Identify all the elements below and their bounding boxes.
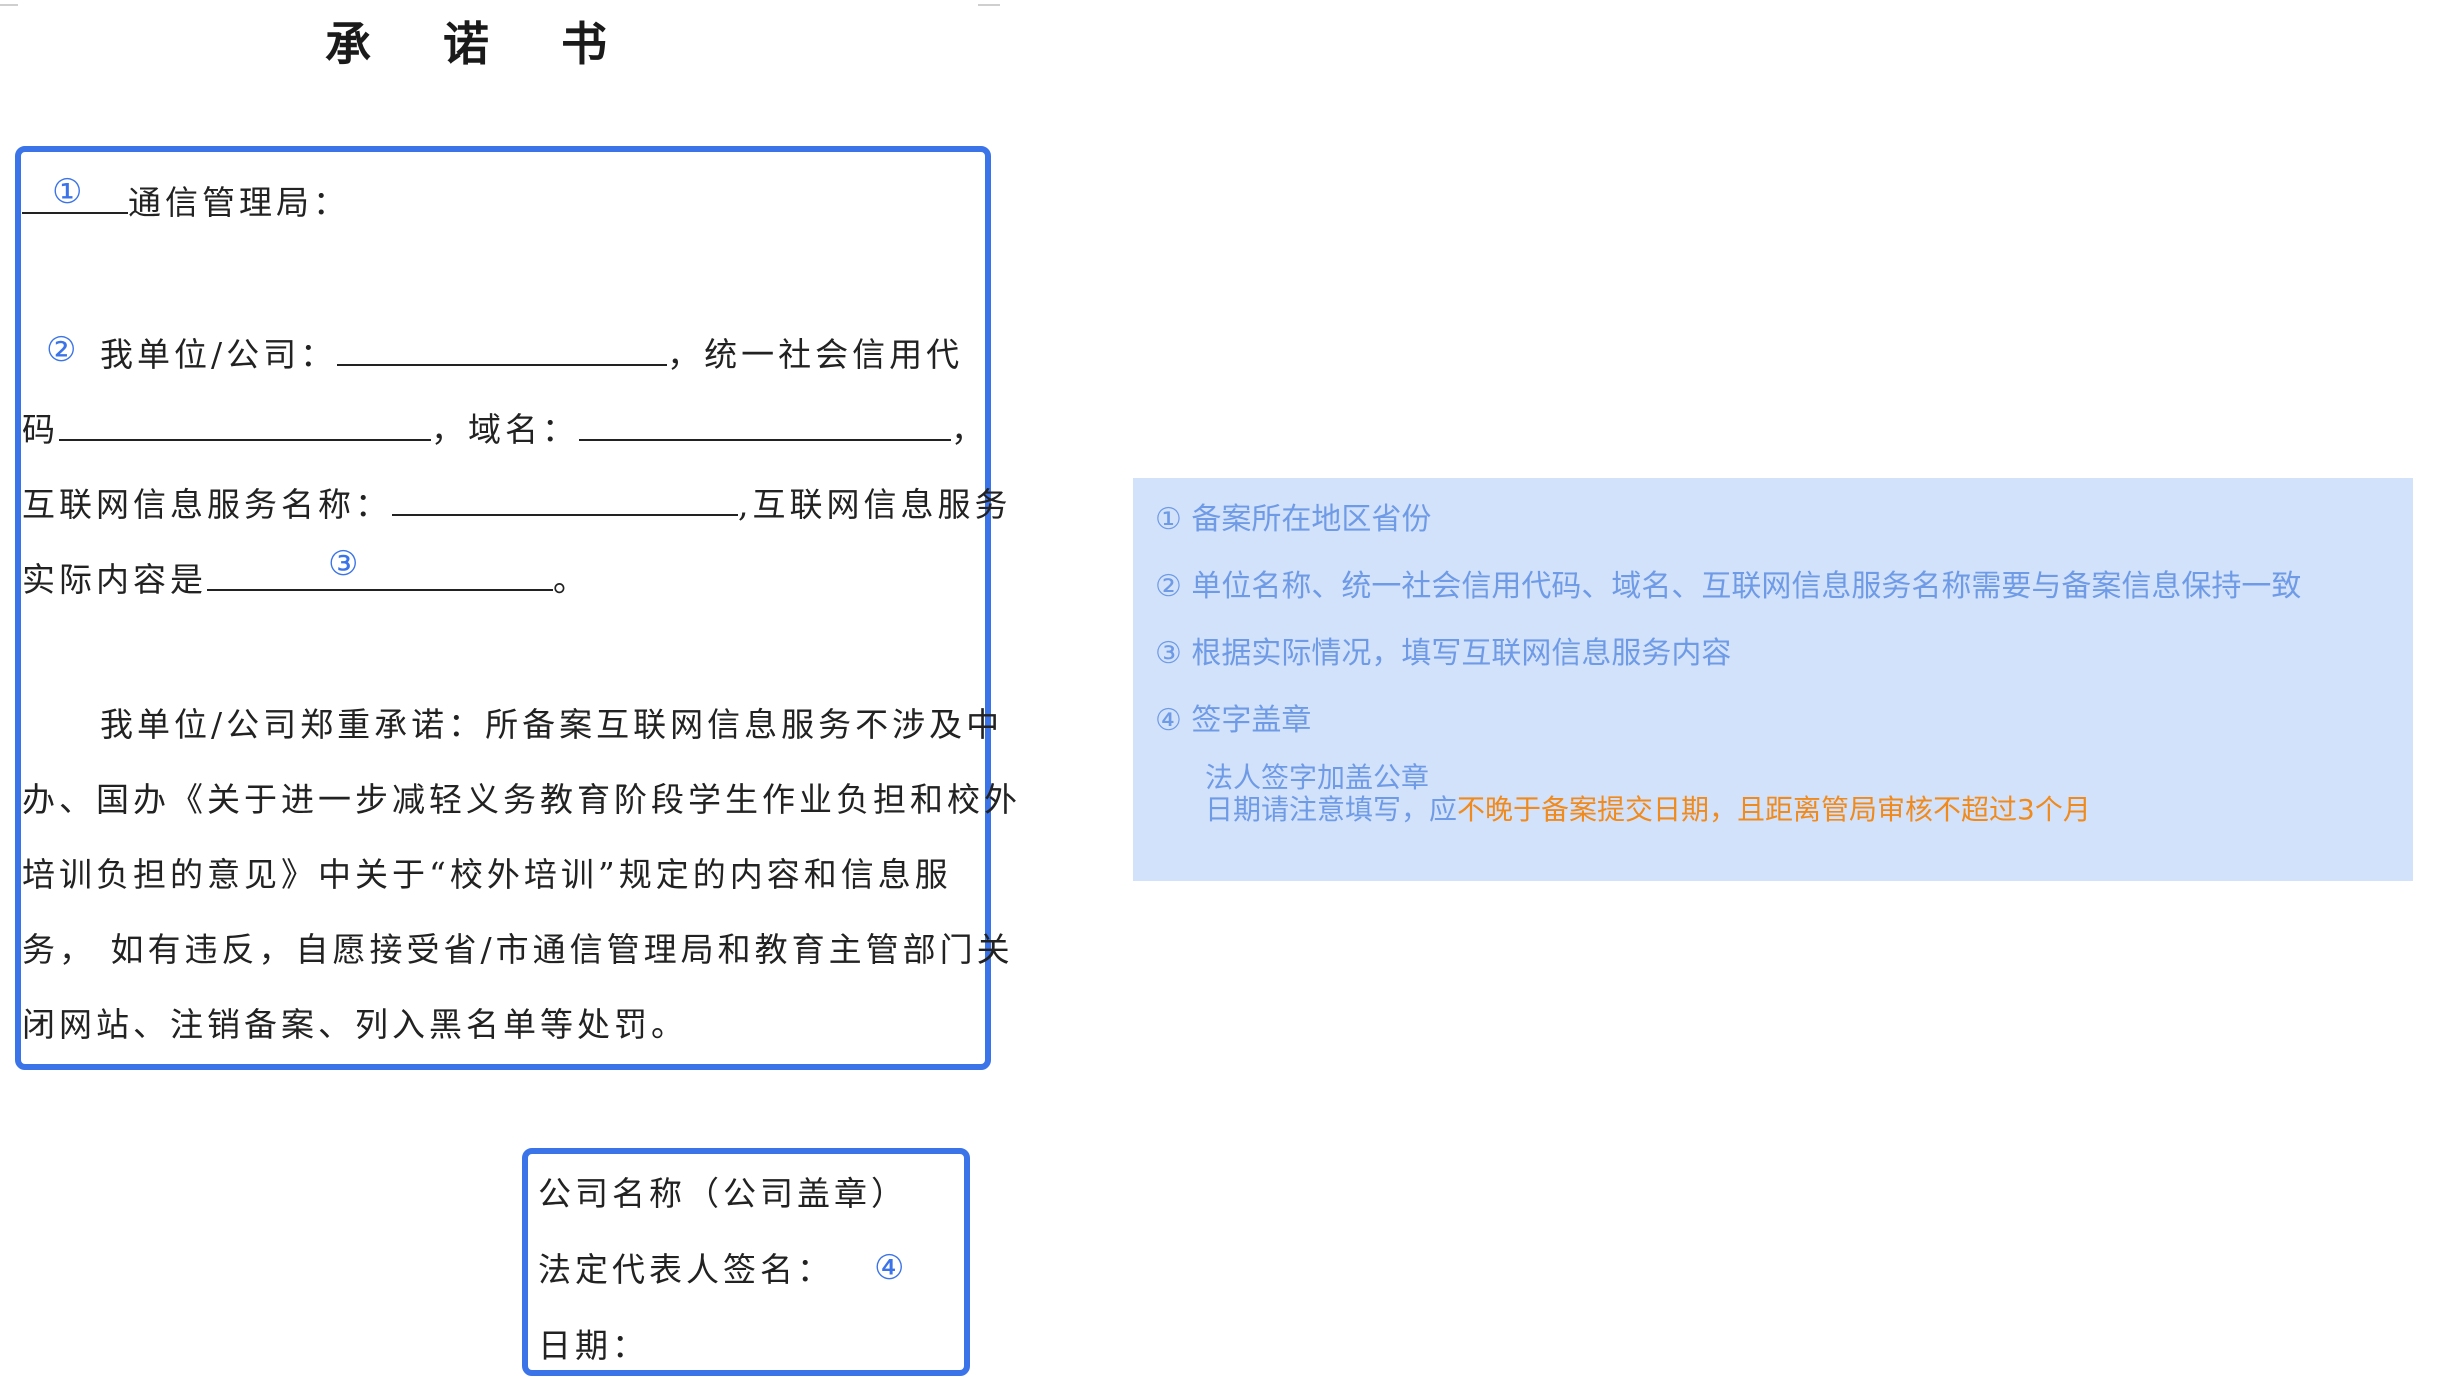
para1-line1: 我单位/公司： ，统一社会信用代 [100, 330, 963, 375]
service-content-label: ,互联网信息服务 [738, 485, 1012, 524]
actual-content-label: 实际内容是 [22, 560, 207, 599]
marker-1: ① [52, 172, 83, 212]
note-4: ④ 签字盖章 [1155, 703, 1312, 738]
marker-2: ② [46, 330, 77, 370]
para1-line2: 码 ，域名： ， [22, 405, 988, 450]
pledge-line-1: 我单位/公司郑重承诺：所备案互联网信息服务不涉及中 [100, 705, 1004, 744]
province-blank [22, 178, 128, 214]
domain-comma: ， [951, 410, 988, 449]
domain-label: ，域名： [431, 410, 579, 449]
date-line: 日期： [538, 1326, 649, 1365]
document-title: 承 诺 书 [324, 17, 636, 71]
note-2: ② 单位名称、统一社会信用代码、域名、互联网信息服务名称需要与备案信息保持一致 [1155, 569, 2302, 604]
pledge-line-2: 办、国办《关于进一步减轻义务教育阶段学生作业负担和校外 [22, 780, 1021, 819]
addressee-text: 通信管理局： [128, 183, 350, 222]
service-name-blank [392, 480, 738, 516]
para1-line3: 互联网信息服务名称： ,互联网信息服务 [22, 480, 1012, 525]
highlight-box-signature [522, 1148, 970, 1376]
note-4-sub-2-prefix: 日期请注意填写，应 [1205, 793, 1458, 826]
notes-panel: ① 备案所在地区省份 ② 单位名称、统一社会信用代码、域名、互联网信息服务名称需… [1133, 478, 2413, 881]
legal-rep-line: 法定代表人签名： [538, 1250, 834, 1289]
note-1: ① 备案所在地区省份 [1155, 502, 1432, 537]
pledge-line-4: 务， 如有违反，自愿接受省/市通信管理局和教育主管部门关 [22, 930, 1014, 969]
credit-code-blank [59, 405, 431, 441]
company-name-blank [337, 330, 668, 366]
credit-code-label-end: 码 [22, 410, 59, 449]
marker-3: ③ [328, 544, 359, 584]
actual-content-blank [207, 555, 553, 591]
page-edge-marker-right [978, 4, 1000, 6]
para1-line4: 实际内容是 。 [22, 555, 590, 600]
company-seal-line: 公司名称（公司盖章） [538, 1174, 908, 1213]
credit-code-label: ，统一社会信用代 [667, 335, 964, 374]
page-edge-marker-left [0, 4, 18, 6]
note-4-sub-1: 法人签字加盖公章 [1205, 761, 1430, 794]
pledge-line-3: 培训负担的意见》中关于“校外培训”规定的内容和信息服 [22, 855, 952, 894]
domain-blank [579, 405, 951, 441]
addressee-line: 通信管理局： [22, 178, 350, 223]
company-label: 我单位/公司： [100, 335, 338, 374]
pledge-line-5: 闭网站、注销备案、列入黑名单等处罚。 [22, 1005, 688, 1044]
marker-4: ④ [874, 1248, 905, 1288]
service-name-label: 互联网信息服务名称： [22, 485, 392, 524]
highlight-box-main [15, 146, 991, 1070]
note-4-sub-2: 日期请注意填写，应不晚于备案提交日期，且距离管局审核不超过3个月 [1205, 794, 2091, 826]
note-3: ③ 根据实际情况，填写互联网信息服务内容 [1155, 636, 1732, 671]
note-4-sub-2-warning: 不晚于备案提交日期，且距离管局审核不超过3个月 [1457, 793, 2091, 826]
period: 。 [553, 560, 590, 599]
